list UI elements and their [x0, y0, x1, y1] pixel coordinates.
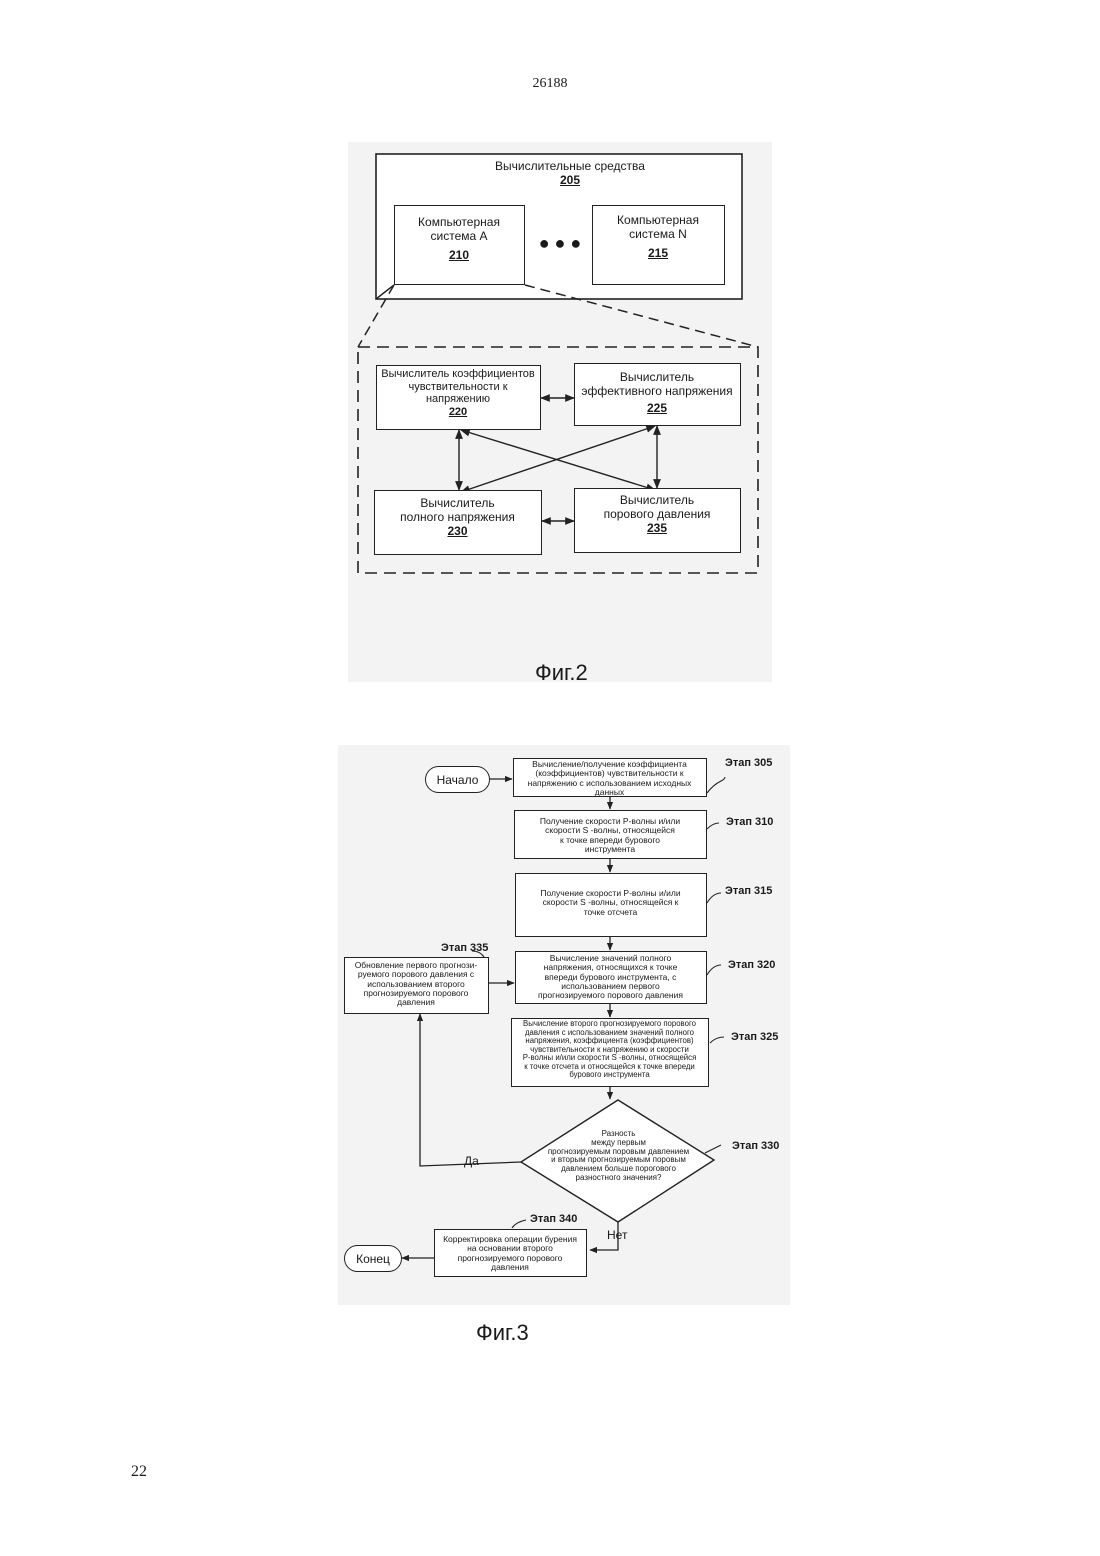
- yes-label: Да: [464, 1154, 479, 1168]
- step-text-line: инструмента: [515, 845, 705, 854]
- step-325-label: Этап 325: [731, 1031, 778, 1043]
- step-325-box: Вычисление второго прогнозируемого поров…: [511, 1018, 709, 1087]
- step-325-text: Вычисление второго прогнозируемого поров…: [512, 1020, 707, 1080]
- step-335-text: Обновление первого прогнози-руемого поро…: [345, 961, 487, 1008]
- start-terminal: Начало: [425, 766, 490, 793]
- step-340-text: Корректировка операции буренияна основан…: [435, 1235, 585, 1272]
- step-305-box: Вычисление/получение коэффициента(коэффи…: [513, 758, 707, 797]
- step-330-label: Этап 330: [732, 1140, 779, 1152]
- end-terminal: Конец: [344, 1245, 402, 1272]
- step-text-line: разностного значения?: [526, 1174, 711, 1183]
- step-315-box: Получение скорости Р-волны и/илискорости…: [515, 873, 707, 937]
- step-310-box: Получение скорости Р-волны и/илискорости…: [514, 810, 707, 859]
- no-label: Нет: [607, 1228, 627, 1242]
- step-320-box: Вычисление значений полногонапряжения, о…: [515, 951, 707, 1004]
- step-330-text: Разностьмежду первым прогнозируемым поро…: [526, 1130, 711, 1183]
- step-320-label: Этап 320: [728, 959, 775, 971]
- step-340-box: Корректировка операции буренияна основан…: [434, 1229, 587, 1277]
- step-310-label: Этап 310: [726, 816, 773, 828]
- step-305-label: Этап 305: [725, 757, 772, 769]
- step-text-line: бурового инструмента: [512, 1071, 707, 1080]
- step-text-line: точке отсчета: [516, 908, 705, 917]
- step-320-text: Вычисление значений полногонапряжения, о…: [516, 954, 705, 1001]
- step-text-line: давления: [345, 998, 487, 1007]
- step-315-text: Получение скорости Р-волны и/илискорости…: [516, 889, 705, 917]
- step-340-label: Этап 340: [530, 1213, 577, 1225]
- step-310-text: Получение скорости Р-волны и/илискорости…: [515, 817, 705, 854]
- figure-3-caption: Фиг.3: [476, 1320, 529, 1346]
- step-text-line: прогнозируемого порового давления: [516, 991, 705, 1000]
- step-text-line: давления: [435, 1263, 585, 1272]
- step-335-label: Этап 335: [441, 942, 488, 954]
- step-315-label: Этап 315: [725, 885, 772, 897]
- step-text-line: данных: [514, 788, 705, 797]
- step-305-text: Вычисление/получение коэффициента(коэффи…: [514, 760, 705, 797]
- step-335-box: Обновление первого прогнози-руемого поро…: [344, 957, 489, 1014]
